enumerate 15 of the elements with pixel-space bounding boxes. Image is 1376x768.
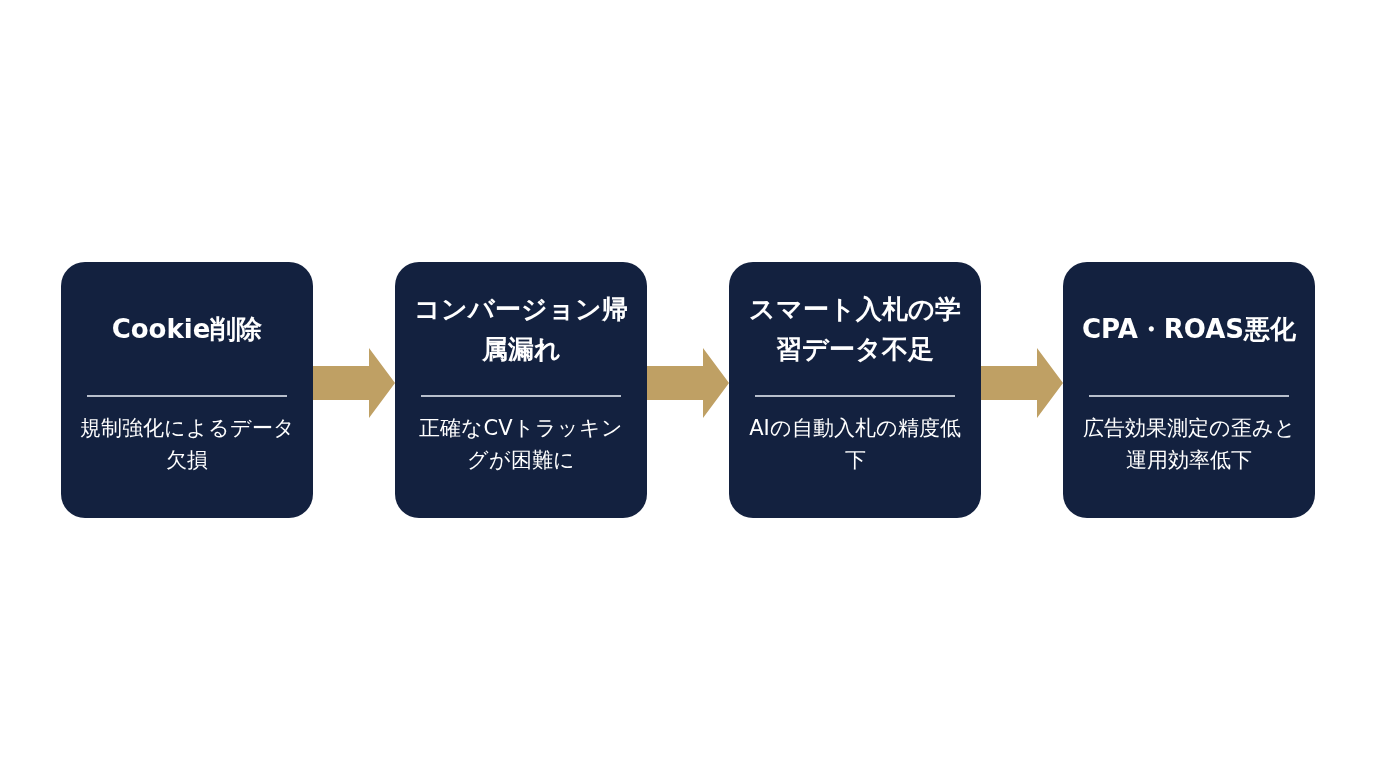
box-title: CPA・ROAS悪化 [1081,313,1297,346]
process-box [729,262,981,518]
process-box [61,262,313,518]
box-title: Cookie削除 [111,313,263,346]
box-description: 正確なCVトラッキングが困難に [418,415,624,474]
box-description: 広告効果測定の歪みと運用効率低下 [1081,415,1297,474]
box-description: 規制強化によるデータ欠損 [78,415,296,474]
box-description: AIの自動入札の精度低下 [748,415,962,474]
arrow [981,348,1063,418]
box-title: スマート入札の学習データ不足 [748,293,962,366]
box-title: コンバージョン帰属漏れ [413,293,629,366]
process-box [1063,262,1315,518]
arrow [647,348,729,418]
arrow [313,348,395,418]
process-box [395,262,647,518]
